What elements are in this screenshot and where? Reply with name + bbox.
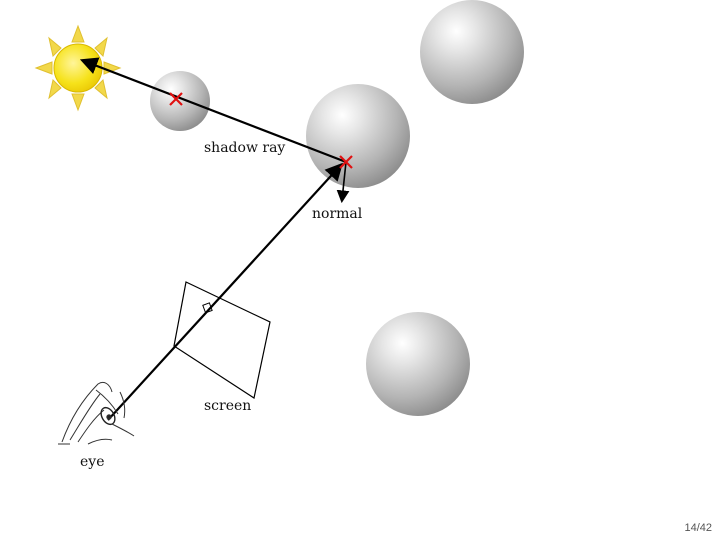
page-number: 14/42 bbox=[684, 522, 712, 534]
eye-sketch-icon bbox=[58, 381, 135, 445]
sphere-top-right bbox=[420, 0, 524, 104]
primary-ray-line bbox=[107, 162, 343, 421]
screen-plane bbox=[173, 281, 271, 399]
screen-pixel bbox=[202, 302, 213, 314]
x-mark-icon bbox=[339, 155, 353, 169]
normal-label: normal bbox=[312, 206, 363, 222]
x-mark-icon bbox=[169, 92, 183, 106]
normal-arrow bbox=[336, 161, 350, 204]
sun-icon bbox=[34, 24, 122, 112]
sphere-small-occluder bbox=[150, 71, 210, 131]
eye-label: eye bbox=[80, 454, 104, 470]
shadow-ray-label: shadow ray bbox=[204, 140, 285, 156]
sphere-bottom bbox=[366, 312, 470, 416]
screen-label: screen bbox=[204, 398, 251, 414]
shadow-ray-line bbox=[79, 57, 347, 164]
sphere-hit bbox=[306, 84, 410, 188]
